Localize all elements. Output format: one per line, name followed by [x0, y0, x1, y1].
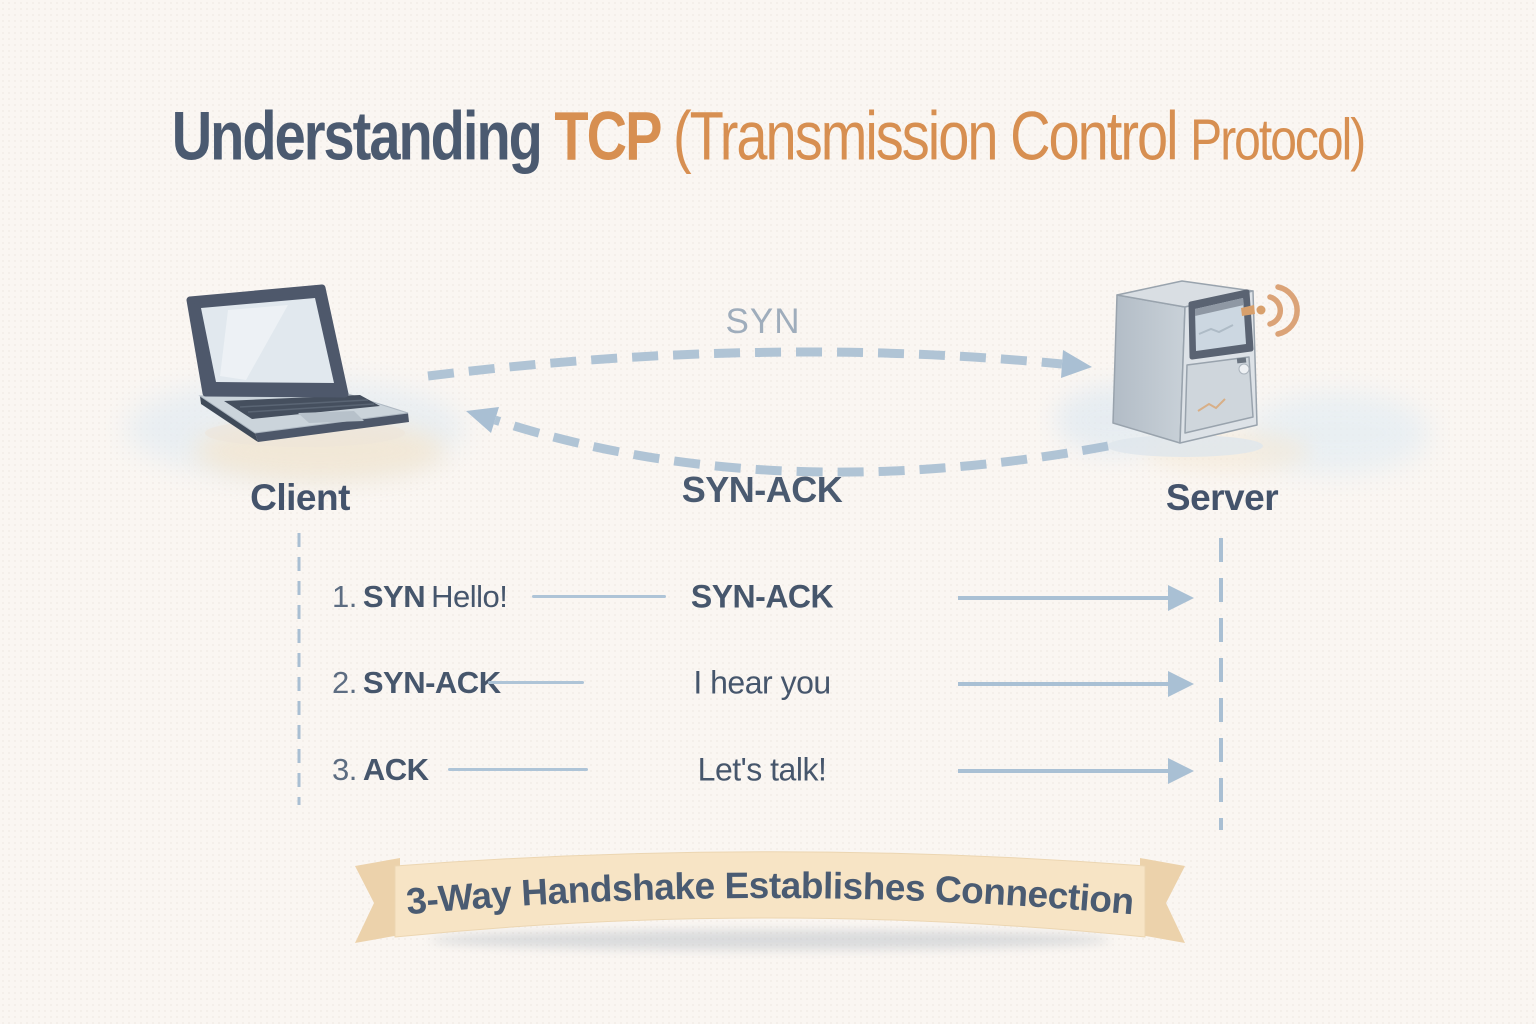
step-1-arrow — [958, 585, 1194, 611]
synack-arc-label: SYN-ACK — [681, 469, 843, 510]
client-label: Client — [250, 477, 350, 518]
syn-arrow — [427, 347, 1063, 381]
step-3-label: 3.ACK — [332, 752, 435, 788]
step-2-label: 2.SYN-ACK — [332, 665, 507, 701]
handshake-arcs — [427, 347, 1109, 477]
server-lifeline — [1219, 538, 1223, 830]
page-title: Understanding TCP (Transmission Control … — [0, 96, 1536, 175]
ribbon-right-tail — [1140, 858, 1185, 943]
ribbon-left-tail — [355, 858, 400, 943]
arrow-shaft — [958, 596, 1168, 600]
connector-line — [532, 595, 666, 598]
arrow-head — [1168, 671, 1194, 697]
title-acronym: TCP — [554, 97, 661, 175]
banner-ribbon: 3-Way Handshake Establishes Connection — [355, 851, 1185, 950]
ribbon-band — [394, 851, 1146, 938]
client-lifeline — [297, 533, 301, 805]
step-note: Hello! — [431, 579, 508, 614]
server-label: Server — [1165, 477, 1279, 518]
title-expansion: (Transmission Control — [672, 97, 1179, 175]
arrow-shaft — [958, 769, 1168, 773]
arrow-head — [1168, 758, 1194, 784]
step-number: 3. — [332, 752, 357, 787]
laptop-icon — [186, 284, 409, 447]
step-number: 2. — [332, 665, 357, 700]
title-understanding: Understanding — [171, 97, 543, 175]
title-expansion-tail: Protocol) — [1190, 108, 1366, 173]
step-keyword: ACK — [362, 752, 429, 787]
step-2-message: I hear you — [693, 664, 831, 701]
syn-arc-label: SYN — [725, 302, 801, 341]
server-tower-icon — [1107, 280, 1300, 457]
step-1-message: SYN-ACK — [690, 578, 834, 615]
synack-arrow — [493, 415, 1109, 477]
arrow-shaft — [958, 682, 1168, 686]
connector-line — [448, 768, 588, 771]
step-3-message: Let's talk! — [697, 751, 827, 788]
wifi-signal-icon — [1241, 284, 1300, 337]
connector-line — [488, 681, 584, 684]
step-keyword: SYN-ACK — [362, 665, 501, 700]
step-keyword: SYN — [362, 579, 426, 614]
step-3-arrow — [958, 758, 1194, 784]
arrow-head — [1168, 585, 1194, 611]
synack-arrowhead — [466, 407, 499, 433]
syn-arrowhead — [1061, 350, 1092, 378]
step-2-arrow — [958, 671, 1194, 697]
step-number: 1. — [332, 579, 357, 614]
